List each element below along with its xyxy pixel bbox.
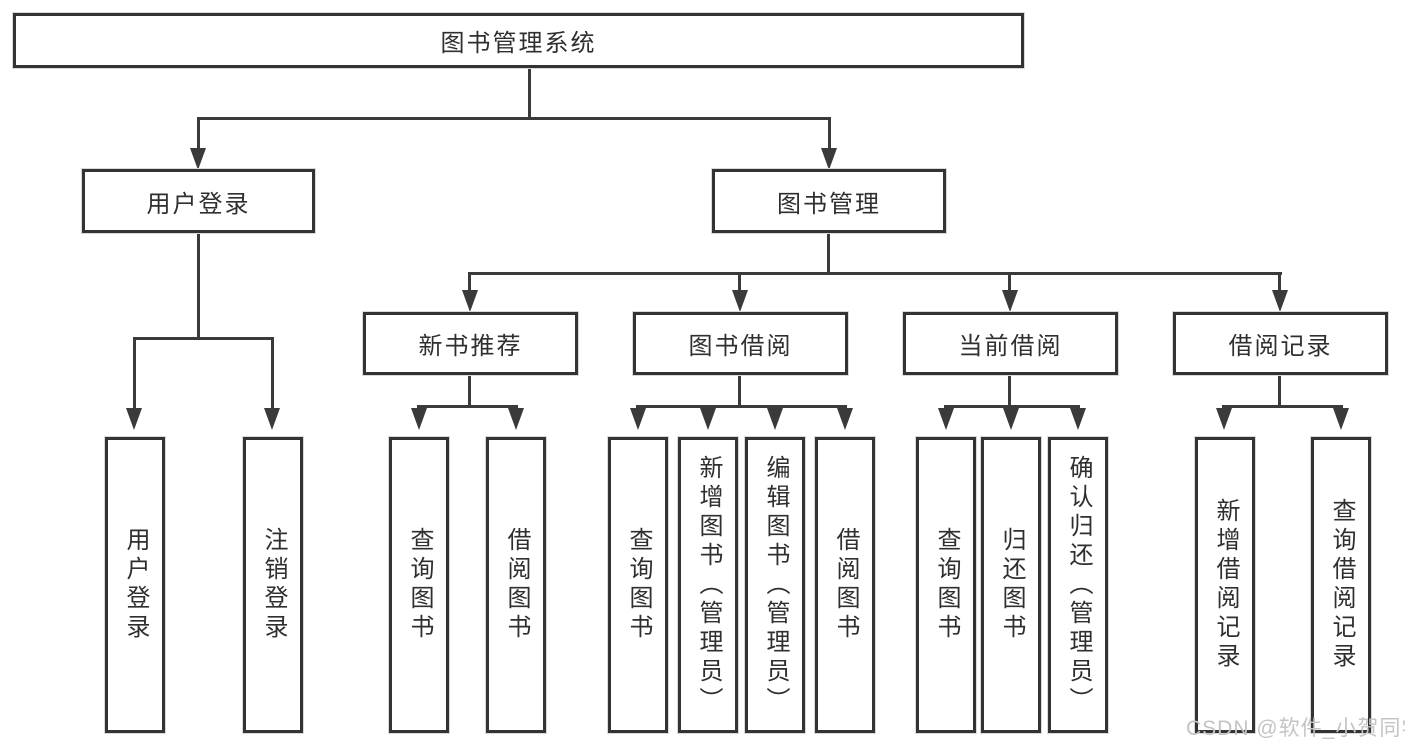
leaf-borrowing-query-books: 查询图书 [608,437,668,733]
arrow-down-icon [700,408,716,430]
leaf-borrowing-borrow-books: 借阅图书 [815,437,875,733]
connector-vline [738,375,741,408]
connector-hline [417,405,518,408]
connector-hline [944,405,1080,408]
node-book-management: 图书管理 [712,169,946,233]
arrow-down-icon [1003,408,1019,430]
node-new-book-recommend: 新书推荐 [363,312,578,375]
connector-vline [1008,375,1011,408]
leaf-recommend-borrow-books: 借阅图书 [486,437,546,733]
csdn-watermark: CSDN @软件_小贺同学 [1186,717,1405,740]
leaf-recommend-query-books: 查询图书 [389,437,449,733]
arrow-down-icon [1272,290,1288,312]
node-user-login: 用户登录 [82,169,315,233]
connector-vline [133,337,136,410]
connector-hline [197,117,831,120]
leaf-query-borrow-record: 查询借阅记录 [1311,437,1371,733]
arrow-down-icon [821,148,837,170]
leaf-logout: 注销登录 [243,437,303,733]
arrow-down-icon [462,290,478,312]
leaf-add-borrow-record: 新增借阅记录 [1195,437,1255,733]
arrow-down-icon [1002,290,1018,312]
leaf-confirm-return-admin: 确认归还（管理员） [1048,437,1108,733]
arrow-down-icon [1216,408,1232,430]
connector-vline [197,117,200,150]
connector-vline [468,272,471,292]
arrow-down-icon [264,408,280,430]
connector-hline [133,337,274,340]
arrow-down-icon [630,408,646,430]
arrow-down-icon [126,408,142,430]
arrow-down-icon [938,408,954,430]
arrow-down-icon [1333,408,1349,430]
connector-hline [636,405,847,408]
connector-vline [828,117,831,150]
node-borrowing-records: 借阅记录 [1173,312,1388,375]
connector-vline [1278,272,1281,292]
arrow-down-icon [508,408,524,430]
node-book-borrowing: 图书借阅 [633,312,848,375]
connector-vline [738,272,741,292]
arrow-down-icon [767,408,783,430]
connector-vline [271,337,274,410]
leaf-user-login: 用户登录 [105,437,165,733]
leaf-return-books: 归还图书 [981,437,1041,733]
connector-vline [1278,375,1281,408]
leaf-current-query-books: 查询图书 [916,437,976,733]
arrow-down-icon [837,408,853,430]
leaf-add-books-admin: 新增图书（管理员） [678,437,738,733]
connector-hline [468,272,1282,275]
leaf-edit-books-admin: 编辑图书（管理员） [745,437,805,733]
connector-vline [468,375,471,408]
connector-hline [1222,405,1343,408]
arrow-down-icon [190,148,206,170]
connector-vline [1008,272,1011,292]
arrow-down-icon [1070,408,1086,430]
node-current-borrowing: 当前借阅 [903,312,1118,375]
arrow-down-icon [732,290,748,312]
node-library-management-system: 图书管理系统 [13,13,1024,68]
connector-vline [827,233,830,275]
arrow-down-icon [411,408,427,430]
connector-vline [528,68,531,117]
connector-vline [197,233,200,337]
